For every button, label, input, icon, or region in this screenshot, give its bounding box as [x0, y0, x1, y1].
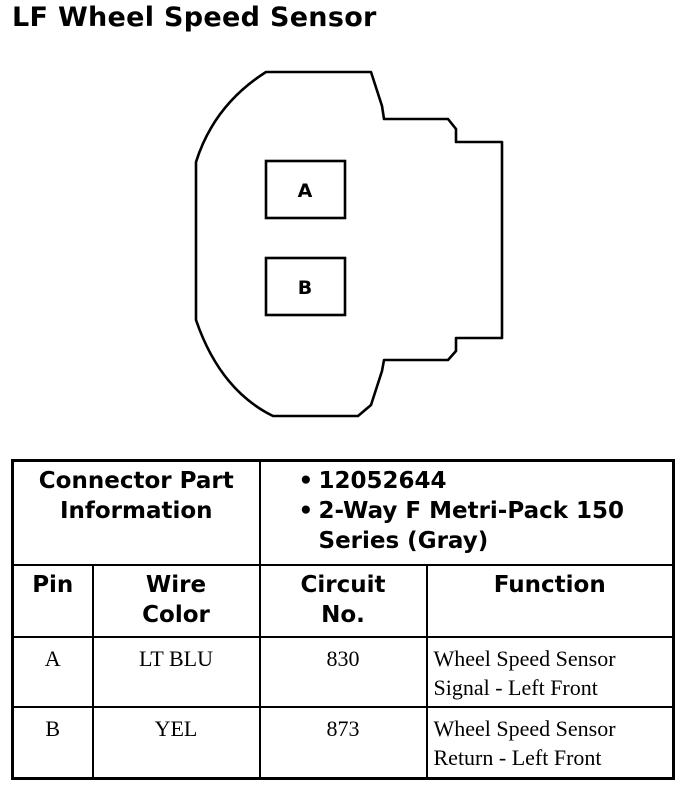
part-number: 12052644	[318, 468, 447, 494]
cell-wire-color: LT BLU	[91, 635, 261, 708]
cell-circuit: 873	[258, 705, 428, 780]
cell-circuit: 830	[258, 635, 428, 708]
pin-label-b: B	[298, 277, 312, 299]
connector-outline	[194, 70, 504, 418]
part-info-details: • 12052644 • 2-Way F Metri-Pack 150 Seri…	[258, 459, 675, 566]
col-header-wire-color: Wire Color	[91, 563, 261, 638]
part-number-bullet: • 12052644	[298, 468, 447, 494]
part-desc-bullet: • 2-Way F Metri-Pack 150 Series (Gray)	[298, 498, 625, 554]
part-info-label: Connector Part Information	[11, 459, 261, 566]
part-description: 2-Way F Metri-Pack 150 Series (Gray)	[318, 498, 625, 554]
cell-pin: A	[11, 635, 94, 708]
page-title: LF Wheel Speed Sensor	[12, 2, 377, 33]
connector-info-table: Connector Part Information • 12052644 • …	[11, 459, 675, 780]
pin-label-a: A	[298, 180, 313, 202]
cell-function: Wheel Speed Sensor Signal - Left Front	[425, 635, 675, 708]
column-header-row: Pin Wire Color Circuit No. Function	[11, 563, 675, 638]
cell-function: Wheel Speed Sensor Return - Left Front	[425, 705, 675, 780]
pin-cavity-b: B	[264, 256, 347, 317]
table-row: A LT BLU 830 Wheel Speed Sensor Signal -…	[11, 635, 675, 708]
table-row: B YEL 873 Wheel Speed Sensor Return - Le…	[11, 705, 675, 780]
part-info-row: Connector Part Information • 12052644 • …	[11, 459, 675, 566]
col-header-circuit-no: Circuit No.	[258, 563, 428, 638]
cell-pin: B	[11, 705, 94, 780]
cell-wire-color: YEL	[91, 705, 261, 780]
connector-face-diagram: A B	[194, 70, 504, 418]
col-header-function: Function	[425, 563, 675, 638]
col-header-pin: Pin	[11, 563, 94, 638]
pin-cavity-a: A	[264, 159, 347, 220]
